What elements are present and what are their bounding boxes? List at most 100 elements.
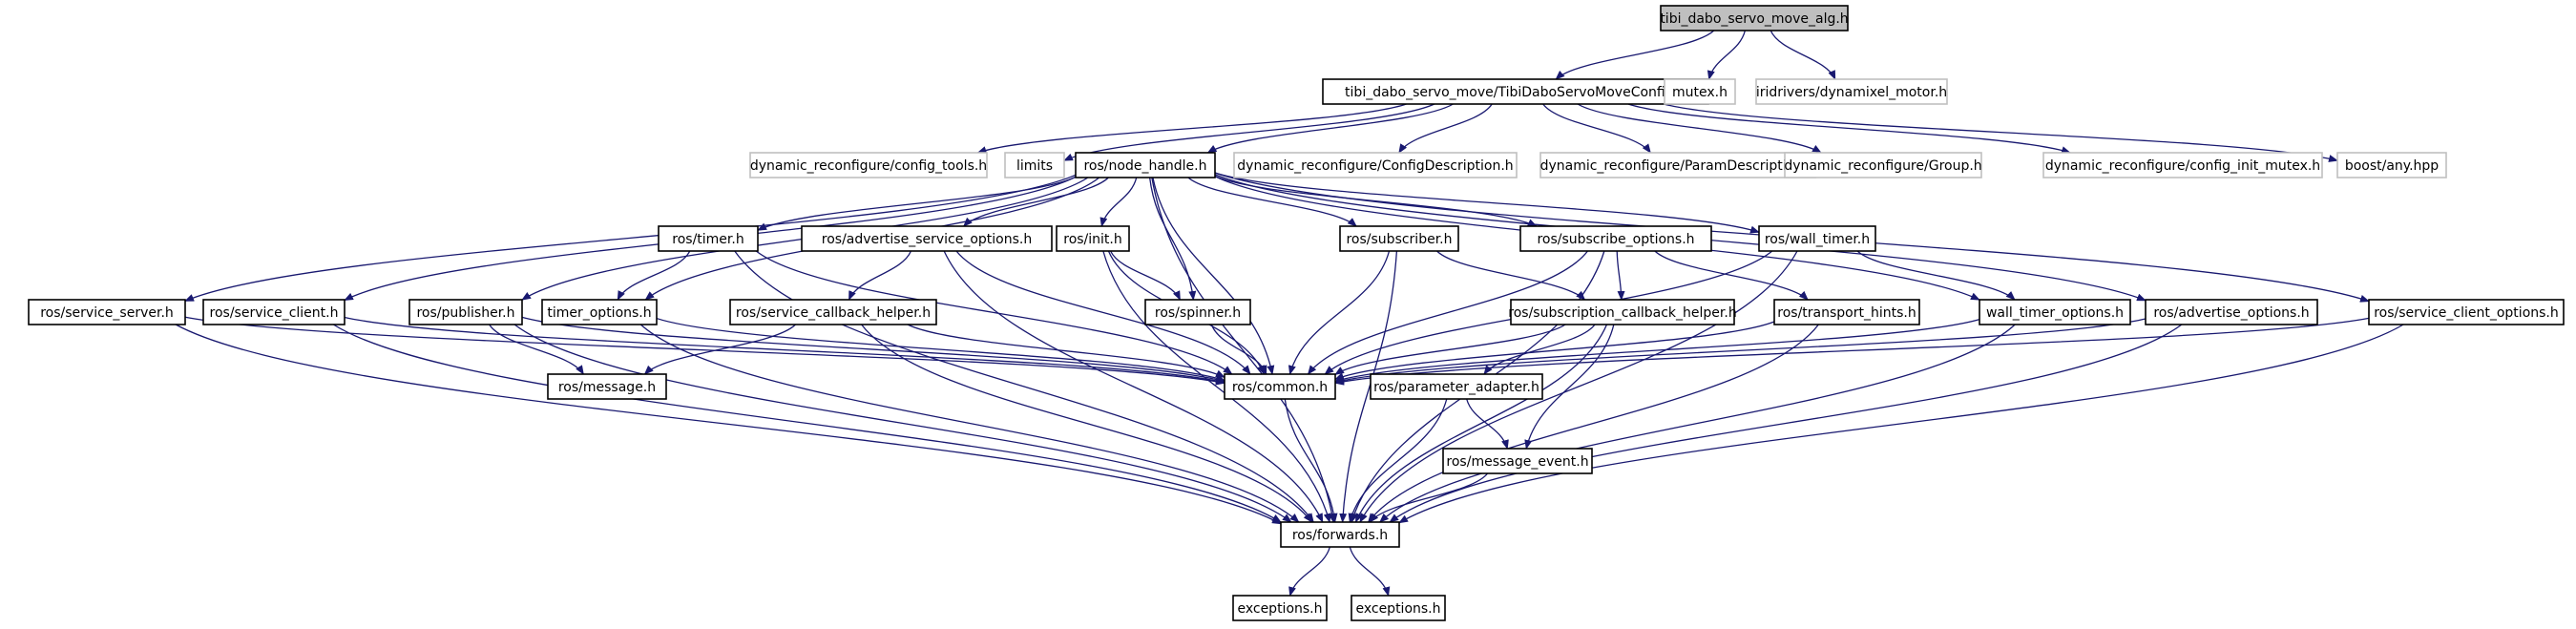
edge-subopts-to-common <box>1307 250 1588 375</box>
edge-spinner-to-common <box>1210 324 1267 375</box>
node-box-spinner <box>1144 299 1251 325</box>
edge-svcclientopts-to-forwards <box>1398 324 2404 524</box>
edge-svccb-to-forwards <box>861 324 1312 523</box>
edge-common-to-forwards <box>1284 398 1338 523</box>
node-subcb[interactable]: ros/subscription_callback_helper.h <box>1508 299 1737 325</box>
edge-publisher-to-message <box>489 324 584 375</box>
node-box-message <box>547 373 667 400</box>
edge-timer-to-forwards <box>734 250 1314 523</box>
node-label-publisher: ros/publisher.h <box>416 305 514 321</box>
node-label-group: dynamic_reconfigure/Group.h <box>1784 158 1981 174</box>
edge-nh-to-svcserver <box>184 174 1077 302</box>
node-label-spinner: ros/spinner.h <box>1155 305 1241 321</box>
node-paramdesc: dynamic_reconfigure/ParamDescription.h <box>1539 152 1816 178</box>
node-cfg[interactable]: tibi_dabo_servo_move/TibiDaboServoMoveCo… <box>1322 78 1709 105</box>
edge-svccb-to-message <box>643 324 796 375</box>
node-svcserver[interactable]: ros/service_server.h <box>28 299 186 325</box>
node-cfgtools: dynamic_reconfigure/config_tools.h <box>749 152 988 178</box>
node-subscriber[interactable]: ros/subscriber.h <box>1339 225 1459 252</box>
node-svcclient[interactable]: ros/service_client.h <box>202 299 346 325</box>
node-walltimeropts[interactable]: wall_timer_options.h <box>1979 299 2131 325</box>
node-label-root: tibi_dabo_servo_move_alg.h <box>1660 11 1848 27</box>
node-publisher[interactable]: ros/publisher.h <box>408 299 523 325</box>
node-subopts[interactable]: ros/subscribe_options.h <box>1519 225 1712 252</box>
edge-walltimeropts-to-forwards <box>1379 324 2016 523</box>
edge-subopts-to-transhints <box>1654 250 1809 301</box>
node-msgevent[interactable]: ros/message_event.h <box>1442 448 1593 474</box>
node-box-subopts <box>1519 225 1712 252</box>
node-label-cfg: tibi_dabo_servo_move/TibiDaboServoMoveCo… <box>1345 85 1686 100</box>
edge-cfg-to-boostany <box>1663 103 2338 162</box>
edge-svcserver-to-common <box>184 316 1225 386</box>
edge-init-to-forwards <box>1102 250 1331 523</box>
edge-subcb-to-forwards <box>1354 324 1608 523</box>
node-label-forwards: ros/forwards.h <box>1292 528 1388 543</box>
node-message[interactable]: ros/message.h <box>547 373 667 400</box>
node-exc2[interactable]: exceptions.h <box>1351 595 1446 621</box>
node-box-advopts <box>2145 299 2318 325</box>
node-label-subscriber: ros/subscriber.h <box>1346 232 1452 247</box>
node-label-svcclientopts: ros/service_client_options.h <box>2374 305 2559 321</box>
node-label-init: ros/init.h <box>1063 232 1122 247</box>
edge-root-to-mutex <box>1707 30 1747 80</box>
node-box-limits <box>1004 152 1065 178</box>
node-label-svcserver: ros/service_server.h <box>40 305 174 321</box>
node-label-paramadapter: ros/parameter_adapter.h <box>1373 380 1539 395</box>
node-label-subcb: ros/subscription_callback_helper.h <box>1508 305 1736 321</box>
node-exc1[interactable]: exceptions.h <box>1232 595 1328 621</box>
edge-forwards-to-exc1 <box>1288 546 1330 597</box>
node-label-common: ros/common.h <box>1232 380 1328 395</box>
node-box-boostany <box>2336 152 2447 178</box>
edge-init-to-spinner <box>1109 250 1182 301</box>
node-box-msgevent <box>1442 448 1593 474</box>
node-label-transhints: ros/transport_hints.h <box>1777 305 1916 321</box>
edge-nh-to-walltimer <box>1214 172 1760 234</box>
node-paramadapter[interactable]: ros/parameter_adapter.h <box>1370 373 1543 400</box>
node-transhints[interactable]: ros/transport_hints.h <box>1773 299 1920 325</box>
node-label-message: ros/message.h <box>558 380 656 395</box>
edge-advopts-to-forwards <box>1389 324 2183 523</box>
node-box-paramadapter <box>1370 373 1543 400</box>
node-advsvc[interactable]: ros/advertise_service_options.h <box>801 225 1053 252</box>
node-forwards[interactable]: ros/forwards.h <box>1280 521 1400 548</box>
node-common[interactable]: ros/common.h <box>1224 373 1336 400</box>
node-box-initmutex <box>2042 152 2323 178</box>
node-label-walltimeropts: wall_timer_options.h <box>1986 305 2124 321</box>
node-box-group <box>1784 152 1982 178</box>
node-label-timeropts: timer_options.h <box>547 305 651 321</box>
node-svcclientopts[interactable]: ros/service_client_options.h <box>2368 299 2565 325</box>
edge-nh-to-timer <box>757 176 1077 231</box>
node-box-cfgdesc <box>1233 152 1518 178</box>
node-timeropts[interactable]: timer_options.h <box>541 299 658 325</box>
node-root[interactable]: tibi_dabo_servo_move_alg.h <box>1660 5 1849 31</box>
edge-svcclient-to-forwards <box>332 324 1282 523</box>
node-cfgdesc: dynamic_reconfigure/ConfigDescription.h <box>1233 152 1518 178</box>
node-limits: limits <box>1004 152 1065 178</box>
node-box-mutex <box>1664 78 1736 105</box>
node-label-exc1: exceptions.h <box>1237 601 1322 617</box>
node-box-timer <box>658 225 759 252</box>
node-label-boostany: boost/any.hpp <box>2345 158 2439 174</box>
edge-timeropts-to-forwards <box>639 324 1300 523</box>
node-init[interactable]: ros/init.h <box>1056 225 1130 252</box>
node-label-walltimer: ros/wall_timer.h <box>1765 232 1870 247</box>
node-timer[interactable]: ros/timer.h <box>658 225 759 252</box>
node-box-svcclient <box>202 299 346 325</box>
node-box-paramdesc <box>1539 152 1816 178</box>
node-walltimer[interactable]: ros/wall_timer.h <box>1758 225 1876 252</box>
node-advopts[interactable]: ros/advertise_options.h <box>2145 299 2318 325</box>
edge-msgevent-to-forwards <box>1369 472 1489 523</box>
edge-cfg-to-paramdesc <box>1542 103 1651 154</box>
node-box-walltimer <box>1758 225 1876 252</box>
node-box-root <box>1660 5 1849 31</box>
edge-timer-to-common <box>755 250 1233 375</box>
node-box-exc2 <box>1351 595 1446 621</box>
node-box-svcserver <box>28 299 186 325</box>
node-spinner[interactable]: ros/spinner.h <box>1144 299 1251 325</box>
edge-cfg-to-cfgdesc <box>1398 103 1493 154</box>
edge-publisher-to-forwards <box>513 324 1292 523</box>
node-boostany: boost/any.hpp <box>2336 152 2447 178</box>
node-box-publisher <box>408 299 523 325</box>
node-svccb[interactable]: ros/service_callback_helper.h <box>729 299 937 325</box>
node-nh[interactable]: ros/node_handle.h <box>1075 152 1216 178</box>
